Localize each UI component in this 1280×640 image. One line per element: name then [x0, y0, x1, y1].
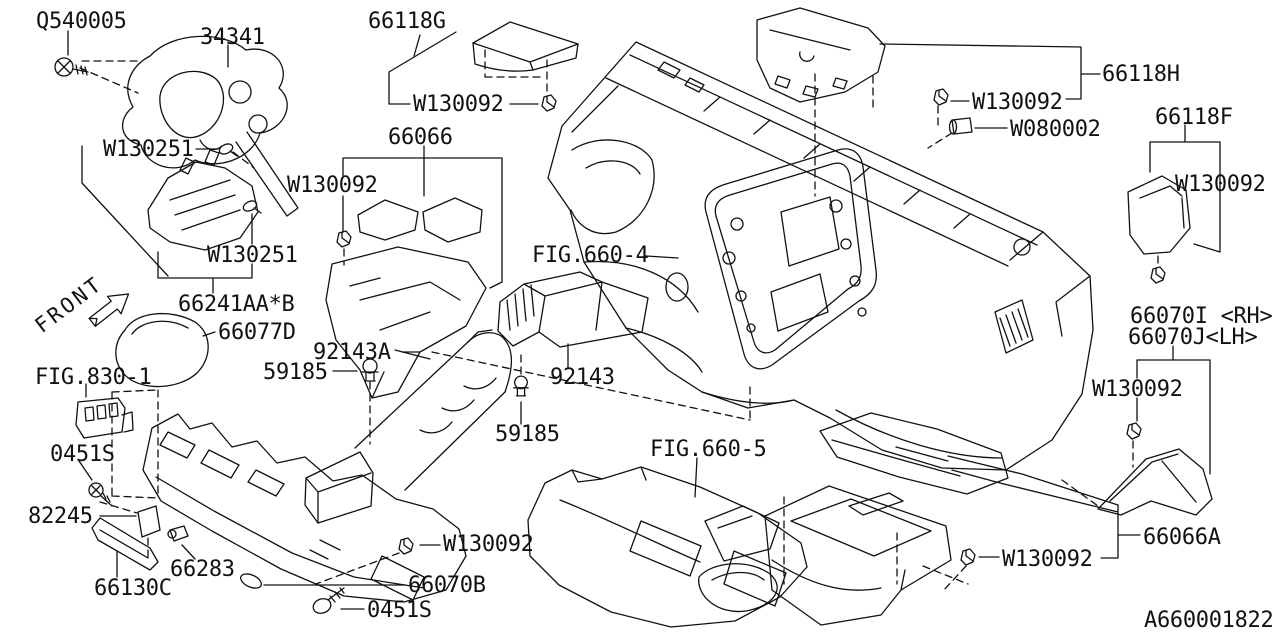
- part-label-59185-2: 59185: [495, 422, 560, 447]
- part-label-w130092-6: W130092: [1092, 377, 1183, 402]
- leader-lines: [68, 31, 1220, 609]
- part-drawing-column-cover: [148, 150, 258, 250]
- part-label-w130092-1: W130092: [413, 92, 504, 117]
- part-drawing-switch-panel: [76, 398, 133, 438]
- part-label-66077d: 66077D: [218, 320, 296, 345]
- part-label-fig830-1: FIG.830-1: [35, 365, 152, 390]
- part-label-66283: 66283: [170, 557, 235, 582]
- screw-icon: [89, 483, 112, 506]
- part-label-66118f: 66118F: [1155, 105, 1233, 130]
- screw-icon: [55, 58, 88, 76]
- part-drawing-pocket-lid: [92, 518, 158, 570]
- front-arrow-icon: [85, 285, 135, 331]
- part-label-82245: 82245: [28, 504, 93, 529]
- part-drawing-card-82245: [138, 506, 160, 537]
- part-label-w130092-4: W130092: [287, 173, 378, 198]
- part-drawing-knee-panel: [143, 414, 466, 602]
- part-label-fig660-5: FIG.660-5: [650, 437, 767, 462]
- part-drawing-cover-66118f: [1128, 176, 1190, 254]
- part-drawing-side-cover: [1098, 449, 1212, 515]
- part-label-92143a: 92143A: [313, 340, 391, 365]
- part-drawing-meter-visor: [123, 36, 298, 216]
- part-label-66070i-rh: 66070I <RH>: [1130, 304, 1273, 329]
- part-label-66070j-lh: 66070J<LH>: [1128, 325, 1258, 350]
- part-label-66066: 66066: [388, 125, 453, 150]
- part-label-0451s-1: 0451S: [50, 442, 115, 467]
- part-drawing-damper-66283: [168, 526, 188, 541]
- part-label-92143: 92143: [550, 365, 615, 390]
- part-label-66130c: 66130C: [94, 576, 172, 601]
- part-label-fig660-4: FIG.660-4: [532, 243, 649, 268]
- part-label-66241aab: 66241AA*B: [178, 292, 295, 317]
- dashed-lines: [80, 50, 1158, 590]
- part-label-66070b: 66070B: [408, 573, 486, 598]
- part-label-0451s-2: 0451S: [367, 598, 432, 623]
- part-label-w130092-7: W130092: [1002, 547, 1093, 572]
- part-label-w130251-1: W130251: [103, 137, 194, 162]
- part-label-w130092-2: W130092: [972, 90, 1063, 115]
- part-drawing-cover-66118h: [757, 8, 885, 102]
- diagram-ref-code: A660001822: [1144, 608, 1274, 633]
- part-label-66118g: 66118G: [368, 9, 446, 34]
- part-drawing-instrument-panel: [548, 42, 1093, 470]
- part-label-66066a: 66066A: [1143, 525, 1221, 550]
- part-drawing-duct-92143a: [305, 330, 511, 523]
- part-drawing-pad-66077d: [116, 314, 208, 387]
- part-label-w130251-2: W130251: [207, 243, 298, 268]
- screw-icon: [311, 588, 344, 616]
- part-label-q540005: Q540005: [36, 9, 127, 34]
- part-label-w130092-3: W130092: [1175, 172, 1266, 197]
- part-label-w080002: W080002: [1010, 117, 1101, 142]
- part-label-34341: 34341: [200, 25, 265, 50]
- push-nut-icon: [950, 118, 973, 134]
- part-drawing-airbag-assembly: [326, 198, 486, 398]
- part-drawing-glove-box: [699, 413, 1008, 625]
- part-label-w130092-5: W130092: [443, 532, 534, 557]
- part-label-59185-1: 59185: [263, 360, 328, 385]
- part-drawing-lower-panel: [528, 467, 807, 627]
- part-drawing-duct-92143: [498, 272, 648, 347]
- part-label-66118h: 66118H: [1102, 62, 1180, 87]
